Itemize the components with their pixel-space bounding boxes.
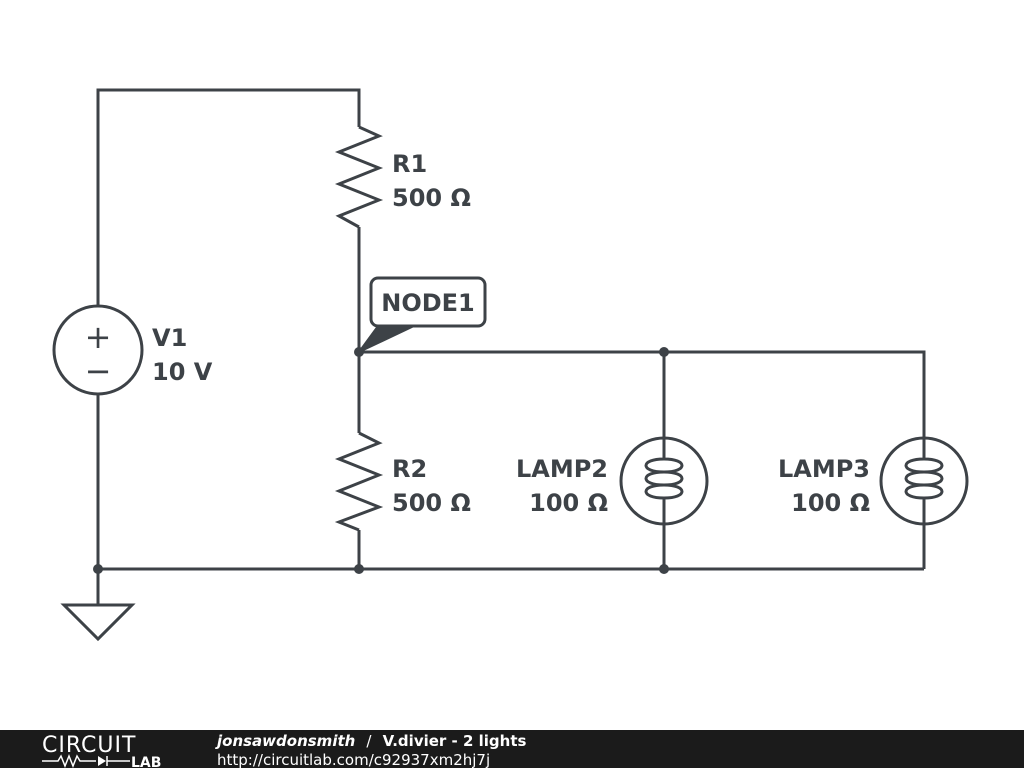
lamp-lamp2[interactable]: LAMP2 100 Ω	[516, 436, 709, 526]
footer-separator: /	[366, 732, 372, 750]
footer-bar: CIRCUIT LAB jonsawdonsmith / V.divier - …	[0, 730, 1024, 768]
source-value-label: 10 V	[152, 358, 213, 386]
source-name-label: V1	[152, 324, 187, 352]
logo-resistor-icon	[42, 753, 96, 768]
junction-lamp2-bottom	[659, 564, 669, 574]
resistor-zigzag-icon	[334, 431, 384, 532]
node1-label-tag[interactable]: NODE1	[358, 276, 487, 353]
r1-value-label: 500 Ω	[392, 184, 471, 212]
junction-lamp2-top	[659, 347, 669, 357]
source-plus-sign: +	[85, 318, 112, 356]
voltage-source-v1[interactable]: + − V1 10 V	[52, 304, 213, 396]
footer-circuit-title[interactable]: V.divier - 2 lights	[383, 732, 527, 750]
node-pointer-icon	[358, 325, 415, 353]
junction-r2-bottom	[354, 564, 364, 574]
footer-heading-line: jonsawdonsmith / V.divier - 2 lights	[215, 731, 527, 750]
node-label-box	[369, 276, 487, 328]
source-minus-sign: −	[85, 352, 112, 390]
junction-ground	[93, 564, 103, 574]
lamp2-value-label: 100 Ω	[529, 489, 608, 517]
footer-author-link[interactable]: jonsawdonsmith	[215, 732, 355, 750]
lamp-lamp3[interactable]: LAMP3 100 Ω	[778, 436, 969, 526]
circuitlab-logo[interactable]: CIRCUIT LAB	[42, 733, 161, 768]
lamp-filament-icon	[644, 438, 684, 525]
r1-name-label: R1	[392, 150, 427, 178]
ground-icon[interactable]	[60, 603, 136, 642]
node-label-text: NODE1	[381, 289, 475, 317]
r2-name-label: R2	[392, 455, 427, 483]
footer-url-link[interactable]: http://circuitlab.com/c92937xm2hj7j	[217, 751, 490, 768]
r2-value-label: 500 Ω	[392, 489, 471, 517]
lamp-filament-icon	[904, 438, 944, 525]
resistor-r1[interactable]: R1 500 Ω	[334, 125, 471, 229]
wire-node-horizontal	[359, 350, 926, 438]
lamp3-value-label: 100 Ω	[791, 489, 870, 517]
resistor-zigzag-icon	[334, 125, 384, 229]
lamp3-name-label: LAMP3	[778, 455, 870, 483]
resistor-r2[interactable]: R2 500 Ω	[334, 431, 471, 532]
wire-top	[96, 88, 361, 306]
logo-diode-icon	[98, 756, 106, 766]
logo-text-lab: LAB	[131, 755, 161, 768]
wires	[96, 88, 926, 605]
logo-text-circuit: CIRCUIT	[42, 733, 136, 758]
lamp2-name-label: LAMP2	[516, 455, 608, 483]
junctions	[93, 347, 669, 574]
voltage-source-icon	[52, 304, 144, 396]
